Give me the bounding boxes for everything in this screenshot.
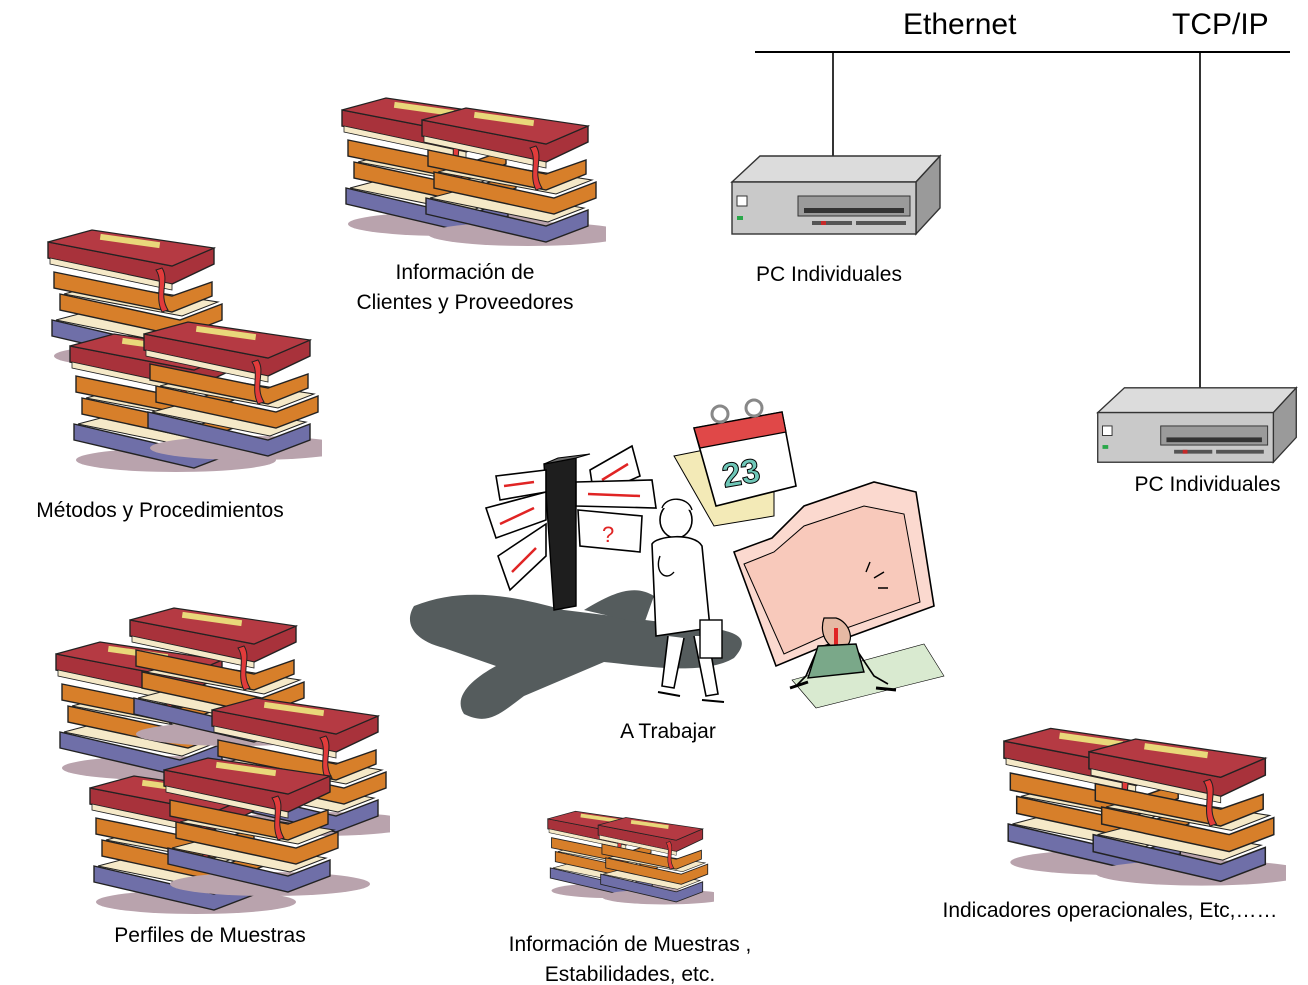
pc-label-1: PC Individuales [756, 263, 902, 286]
book-group-label-clientes: Información de Clientes y Proveedores [330, 258, 600, 318]
book-stack-icon [55, 607, 390, 915]
book-group-label-line: Estabilidades, etc. [544, 963, 716, 985]
desktop-computer-icon [730, 154, 942, 236]
tcpip-label: TCP/IP [1172, 8, 1269, 41]
calendar-icon: 23 [673, 398, 797, 527]
book-stack-icon [47, 229, 322, 473]
book-stack-icon [1003, 727, 1286, 887]
book-group-label-muestras: Información de Muestras , Estabilidades,… [480, 930, 780, 985]
signpost-icon: ? [484, 444, 657, 611]
calendar-day: 23 [719, 452, 763, 496]
book-stack-icon [341, 97, 606, 247]
book-group-label-line: Información de [395, 261, 535, 284]
pc-label-2: PC Individuales [1134, 473, 1281, 496]
book-group-label-line: Clientes y Proveedores [356, 291, 574, 314]
book-group-label-perfiles: Perfiles de Muestras [114, 924, 306, 947]
businessman-icon [651, 498, 725, 703]
book-group-label-metodos: Métodos y Procedimientos [36, 499, 284, 522]
sign-question-mark: ? [602, 522, 614, 547]
book-stack-icon [547, 810, 714, 905]
book-group-label-indicadores: Indicadores operacionales, Etc,…… [942, 899, 1278, 922]
ethernet-label: Ethernet [903, 8, 1017, 41]
folder-carrier-icon [732, 481, 945, 709]
center-illustration: ? 23 [409, 398, 945, 719]
book-group-label-line: Información de Muestras , [508, 933, 752, 956]
center-label: A Trabajar [620, 720, 716, 743]
desktop-computer-icon [1096, 386, 1298, 464]
